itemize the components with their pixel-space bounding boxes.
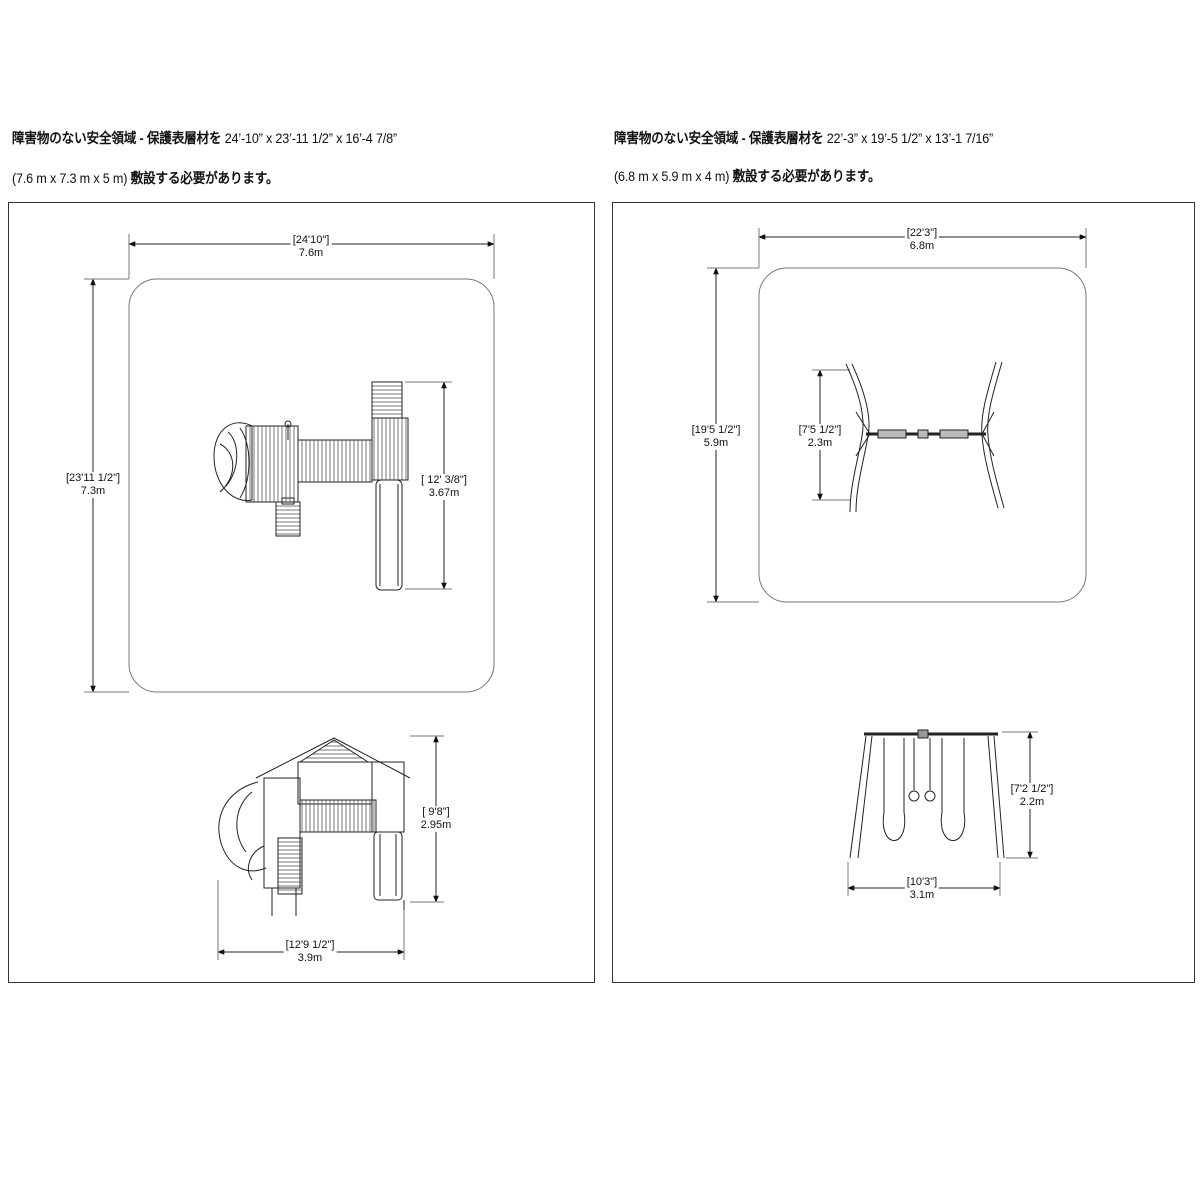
left-elevation-height-imperial: [ 9'8"] <box>422 806 450 818</box>
right-caption-line2: (6.8 m x 5.9 m x 4 m) 敷設する必要があります。 <box>614 166 881 186</box>
left-elevation-width-metric: 3.9m <box>297 952 323 964</box>
right-top-width-imperial: [22'3"] <box>906 227 938 239</box>
right-frame-depth-metric: 2.3m <box>807 437 833 449</box>
right-side-height-imperial: [19'5 1/2"] <box>691 424 741 436</box>
right-elevation-width-metric: 3.1m <box>909 889 935 901</box>
right-elevation-height-label: [7'2 1/2"] 2.2m <box>1008 783 1056 809</box>
right-elevation-height-imperial: [7'2 1/2"] <box>1010 783 1054 795</box>
right-frame-depth-label: [7'5 1/2"] 2.3m <box>796 424 844 450</box>
right-side-height-metric: 5.9m <box>703 437 729 449</box>
left-elevation-width-imperial: [12'9 1/2"] <box>285 939 335 951</box>
right-frame-depth-imperial: [7'5 1/2"] <box>798 424 842 436</box>
right-caption-dims: 22’-3” x 19’-5 1/2” x 13’-1 7/16” <box>826 130 994 146</box>
left-caption-line2: (7.6 m x 7.3 m x 5 m) 敷設する必要があります。 <box>12 168 279 188</box>
left-elevation-width-label: [12'9 1/2"] 3.9m <box>283 939 337 965</box>
right-top-width-label: [22'3"] 6.8m <box>904 227 940 253</box>
right-elevation-view-swing-frame <box>849 729 1005 859</box>
left-caption-line1: 障害物のない安全領域 - 保護表層材を 24’-10” x 23’-11 1/2… <box>12 128 397 148</box>
left-caption-metric: (7.6 m x 7.3 m x 5 m) <box>12 170 128 186</box>
left-unit-depth-metric: 3.67m <box>428 487 460 499</box>
left-top-width-label: [24'10"] 7.6m <box>290 234 332 260</box>
right-plan-view-swing-frame <box>845 361 1005 513</box>
left-plan-view-playset <box>213 381 409 591</box>
left-elevation-height-metric: 2.95m <box>420 819 452 831</box>
right-elevation-width-label: [10'3"] 3.1m <box>904 876 940 902</box>
left-unit-depth-imperial: [ 12' 3/8"] <box>421 474 467 486</box>
left-caption-dims: 24’-10” x 23’-11 1/2” x 16’-4 7/8” <box>224 130 397 146</box>
left-elevation-height-label: [ 9'8"] 2.95m <box>418 806 454 832</box>
right-safety-zone-outline <box>758 267 1087 603</box>
left-elevation-view-playset <box>218 737 411 916</box>
left-top-width-imperial: [24'10"] <box>292 234 330 246</box>
right-elevation-width-imperial: [10'3"] <box>906 876 938 888</box>
left-top-width-metric: 7.6m <box>298 247 324 259</box>
left-caption-zone-label: 障害物のない安全領域 - 保護表層材を <box>12 130 222 146</box>
right-side-height-label: [19'5 1/2"] 5.9m <box>689 424 743 450</box>
left-side-height-imperial: [23'11 1/2"] <box>65 472 121 484</box>
right-caption-zone-label: 障害物のない安全領域 - 保護表層材を <box>614 130 824 146</box>
left-diagram-panel <box>8 202 595 983</box>
right-top-width-metric: 6.8m <box>909 240 935 252</box>
left-safety-zone-outline <box>128 278 495 693</box>
right-caption-note: 敷設する必要があります。 <box>732 168 881 184</box>
right-elevation-height-metric: 2.2m <box>1019 796 1045 808</box>
right-diagram-panel <box>612 202 1195 983</box>
left-unit-depth-label: [ 12' 3/8"] 3.67m <box>419 474 469 500</box>
left-caption-note: 敷設する必要があります。 <box>130 170 279 186</box>
right-caption-line1: 障害物のない安全領域 - 保護表層材を 22’-3” x 19’-5 1/2” … <box>614 128 993 148</box>
left-side-height-metric: 7.3m <box>80 485 106 497</box>
right-caption-metric: (6.8 m x 5.9 m x 4 m) <box>614 168 730 184</box>
left-side-height-label: [23'11 1/2"] 7.3m <box>63 472 123 498</box>
